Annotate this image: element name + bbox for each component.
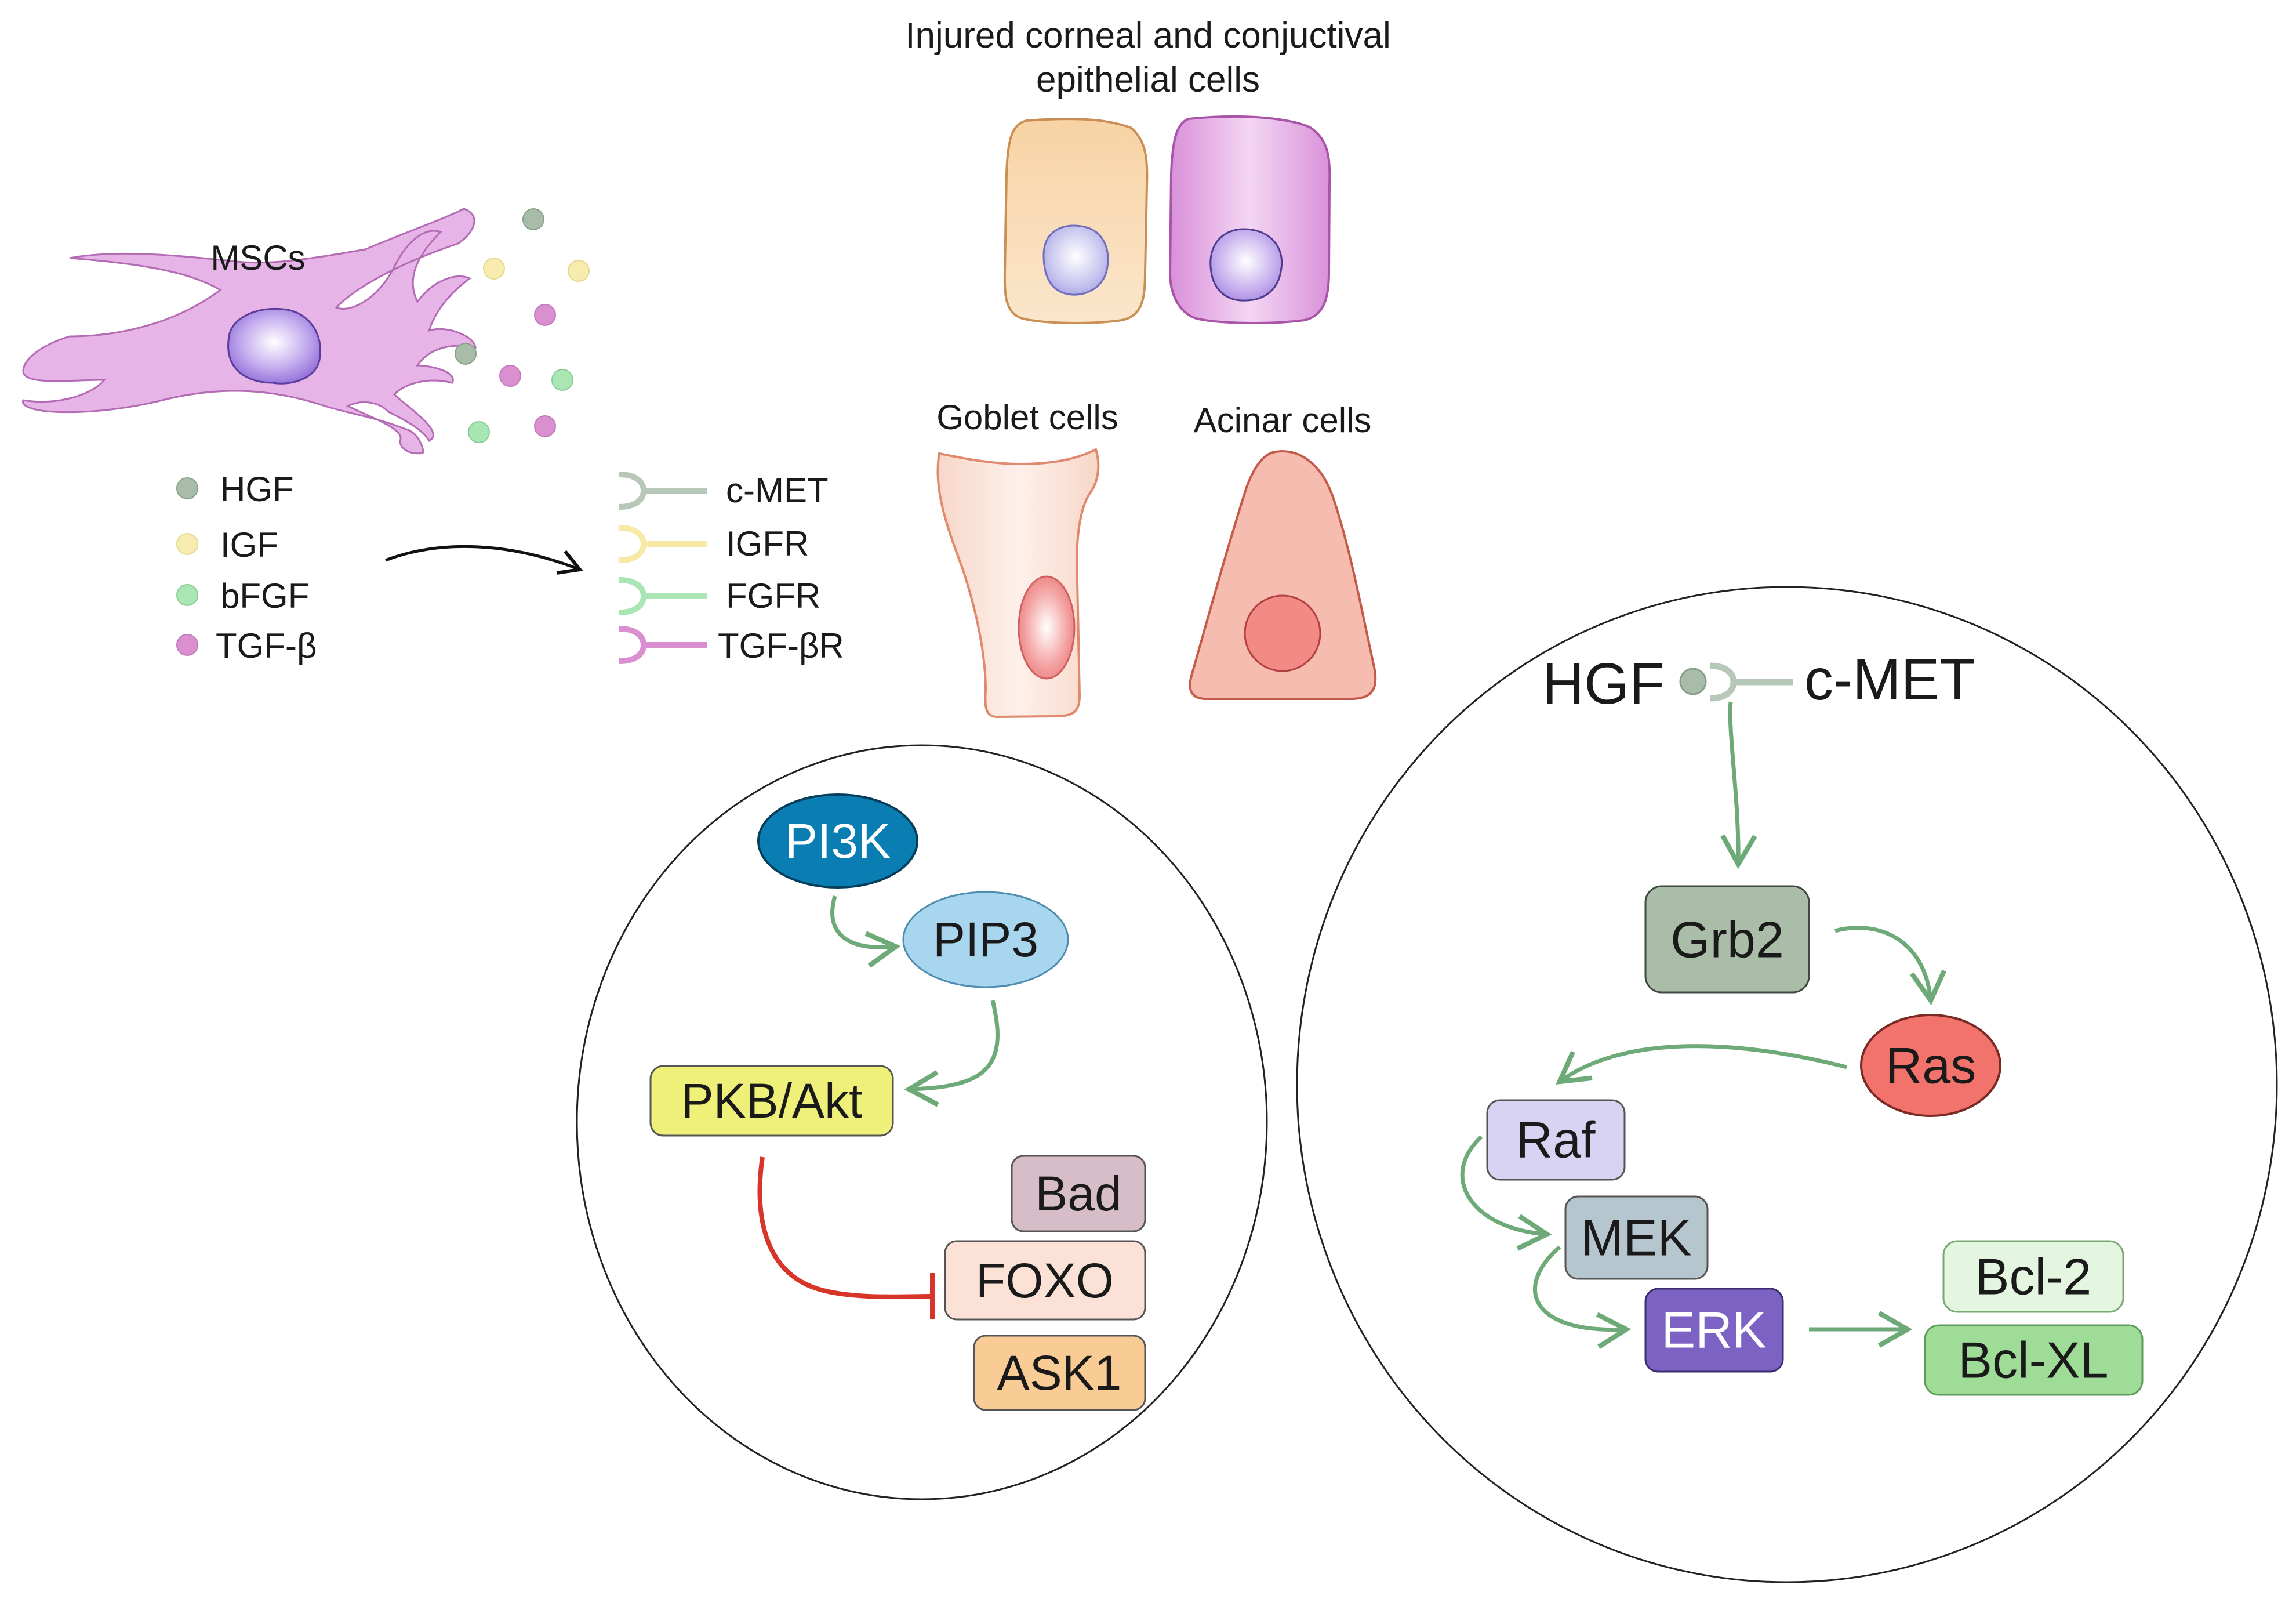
- grb2-node: [1644, 885, 1810, 994]
- grb2-to-ras-arrow: [1834, 926, 1947, 1006]
- receptor-icon-fgfr: [619, 577, 707, 615]
- goblet-cell: [936, 448, 1100, 719]
- mek-node: [1564, 1195, 1709, 1280]
- goblet-cell-body: [936, 448, 1100, 719]
- raf-node: [1486, 1099, 1626, 1181]
- corneal-cell-body: [1003, 118, 1149, 324]
- msc-label: MSCs: [210, 238, 305, 277]
- receptor-legend: c-MET IGFR FGFR TGF-βR: [619, 471, 844, 665]
- foxo-node: [944, 1240, 1146, 1321]
- factor-legend-dot-hgf: [176, 477, 198, 499]
- mapk-receptor-icon: [1710, 662, 1793, 702]
- corneal-nucleus: [1042, 224, 1109, 296]
- factor-dot: [551, 369, 573, 391]
- raf-label: Raf: [1516, 1111, 1596, 1169]
- receptor-label-tgfbr: TGF-βR: [718, 626, 844, 665]
- corneal-cell: [1003, 118, 1149, 324]
- cmet-to-grb2-arrow: [1720, 701, 1757, 869]
- msc-nucleus: [227, 307, 322, 385]
- acinar-cell: [1189, 450, 1377, 700]
- factor-dot: [468, 421, 490, 443]
- ras-node: [1860, 1014, 2001, 1117]
- secreted-factors: [455, 208, 590, 443]
- mapk-receptor-label: c-MET: [1804, 647, 1975, 712]
- ask1-label: ASK1: [997, 1346, 1122, 1400]
- mapk-pathway: HGF c-MET Grb2 Ras Raf MEK ERK Bcl-2 Bcl…: [1296, 586, 2278, 1583]
- pi3k-node: [757, 793, 918, 889]
- factor-dot: [534, 304, 556, 326]
- msc-cell: MSCs: [22, 208, 477, 455]
- title-line-2: epithelial cells: [1036, 60, 1260, 100]
- ras-label: Ras: [1886, 1037, 1977, 1094]
- grb2-label: Grb2: [1670, 911, 1784, 969]
- factor-legend-label-igf: IGF: [220, 525, 278, 564]
- bad-label: Bad: [1035, 1166, 1121, 1221]
- factor-legend: HGF IGF bFGF TGF-β: [176, 470, 317, 665]
- factor-legend-dot-bfgf: [176, 584, 198, 606]
- erk-label: ERK: [1662, 1301, 1767, 1359]
- acinar-label: Acinar cells: [1194, 401, 1372, 440]
- title-line-1: Injured corneal and conjuctival: [905, 16, 1391, 56]
- factor-dot: [499, 365, 521, 387]
- foxo-label: FOXO: [976, 1253, 1114, 1308]
- pi3k-to-pip3-arrow: [830, 895, 901, 968]
- receptor-icon-cmet: [619, 472, 707, 510]
- bclxl-node: [1924, 1324, 2144, 1396]
- ras-to-raf-arrow: [1556, 1044, 1847, 1085]
- receptor-icon-igfr: [619, 525, 707, 563]
- pi3k-pathway: PI3K PIP3 PKB/Akt Bad FOXO ASK1: [576, 744, 1268, 1500]
- mapk-pathway-boundary: [1296, 586, 2278, 1583]
- raf-to-mek-arrow: [1460, 1135, 1552, 1251]
- bad-node: [1011, 1155, 1146, 1232]
- akt-label: PKB/Akt: [681, 1074, 863, 1128]
- factor-legend-dot-igf: [176, 533, 198, 555]
- mapk-ligand-label: HGF: [1542, 651, 1665, 716]
- mek-to-erk-arrow: [1533, 1245, 1632, 1349]
- bclxl-label: Bcl-XL: [1958, 1332, 2108, 1389]
- factor-dot: [534, 415, 556, 437]
- ask1-node: [973, 1335, 1146, 1411]
- akt-node: [649, 1065, 894, 1137]
- receptor-icon-tgfbr: [619, 626, 707, 664]
- factor-dot: [483, 258, 505, 280]
- bcl2-label: Bcl-2: [1975, 1248, 2092, 1306]
- receptor-label-fgfr: FGFR: [726, 576, 820, 615]
- akt-inhibits-targets: [757, 1156, 931, 1299]
- factor-legend-dot-tgfb: [176, 634, 198, 656]
- receptor-label-cmet: c-MET: [726, 471, 829, 510]
- pip3-node: [902, 891, 1069, 988]
- pi3k-pathway-boundary: [576, 744, 1268, 1500]
- factor-legend-label-tgfb: TGF-β: [216, 626, 317, 665]
- pip3-label: PIP3: [933, 912, 1038, 967]
- factor-to-receptor-arrow: [385, 545, 583, 575]
- conjunctival-cell-body: [1168, 115, 1331, 324]
- bcl2-node: [1942, 1240, 2124, 1313]
- factor-dot: [455, 343, 477, 365]
- conjunctival-cell: [1168, 115, 1331, 324]
- factor-dot: [568, 260, 590, 282]
- factor-legend-label-hgf: HGF: [220, 470, 294, 509]
- acinar-nucleus: [1244, 594, 1321, 672]
- acinar-cell-body: [1189, 450, 1377, 700]
- receptor-label-igfr: IGFR: [726, 524, 809, 563]
- factor-dot: [522, 208, 544, 230]
- conjunctival-nucleus: [1209, 228, 1283, 302]
- mek-label: MEK: [1581, 1209, 1692, 1267]
- goblet-nucleus: [1018, 575, 1076, 680]
- factor-legend-label-bfgf: bFGF: [220, 576, 309, 615]
- pi3k-label: PI3K: [785, 814, 891, 868]
- erk-node: [1644, 1288, 1784, 1373]
- mapk-ligand-dot: [1679, 668, 1707, 695]
- goblet-label: Goblet cells: [936, 398, 1118, 437]
- pip3-to-akt-arrow: [904, 1000, 1000, 1107]
